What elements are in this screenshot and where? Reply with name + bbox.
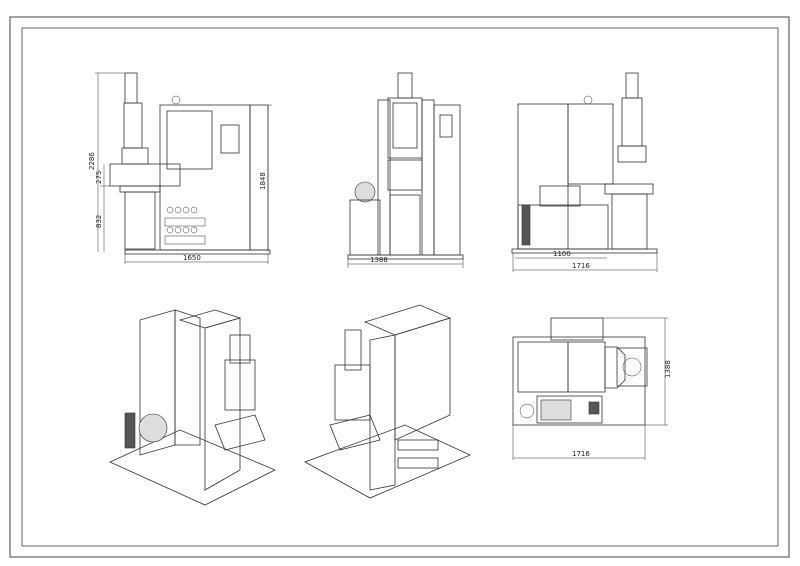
rear-view: 1100 1716 <box>511 72 658 272</box>
dim-top-depth: 1388 <box>664 360 672 378</box>
dim-rear-width-inner: 1100 <box>553 250 571 258</box>
isometric-view-left <box>109 309 276 506</box>
dim-front-height-total: 2286 <box>88 152 96 170</box>
dim-top-width: 1716 <box>572 450 590 458</box>
top-view: 1388 1716 <box>512 317 672 460</box>
dim-front-width: 1650 <box>183 254 201 262</box>
dim-side-width: 1388 <box>370 256 388 264</box>
dim-front-height-cabinet: 1848 <box>259 172 267 190</box>
dim-front-height-table: 832 <box>95 215 103 228</box>
outer-border <box>9 16 790 558</box>
front-view: 2286 275 832 1848 1650 <box>88 72 272 264</box>
side-view: 1388 <box>347 72 464 268</box>
dim-rear-width-total: 1716 <box>572 262 590 270</box>
isometric-view-right <box>304 304 471 499</box>
dim-front-height-upper: 275 <box>95 171 103 184</box>
inner-border <box>21 27 779 547</box>
